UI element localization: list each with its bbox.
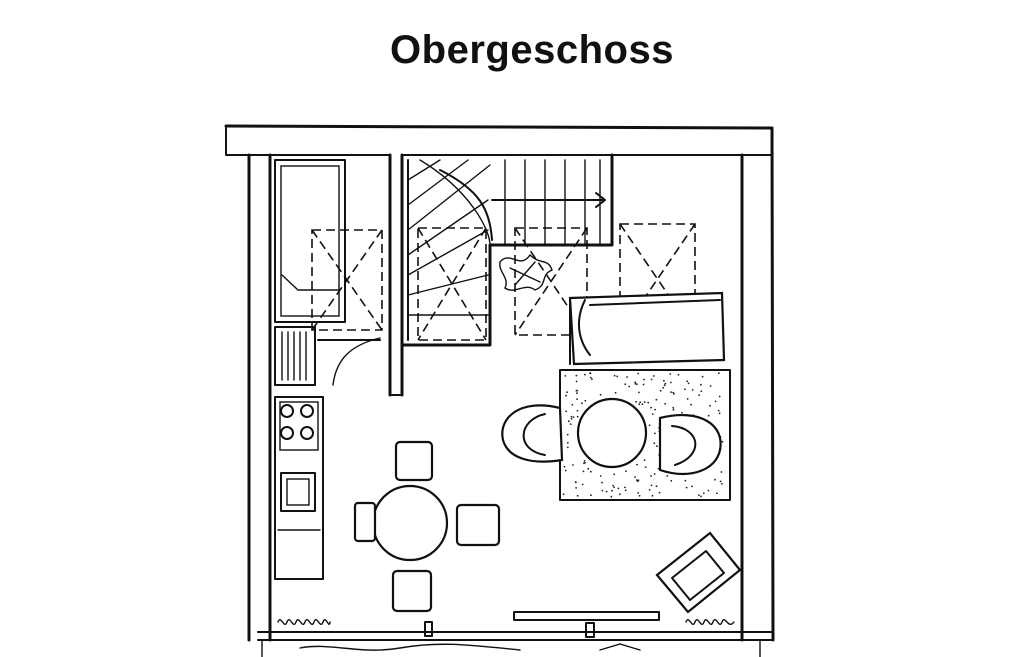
outer-walls xyxy=(224,124,775,642)
bottom-balcony xyxy=(257,631,774,657)
armchair-left xyxy=(501,404,564,463)
staircase xyxy=(407,159,606,341)
bottom-shelf xyxy=(424,611,660,638)
radiator-left xyxy=(277,619,331,625)
shelf xyxy=(274,326,316,386)
wardrobe xyxy=(274,159,346,323)
plan-title: Obergeschoss xyxy=(390,28,674,72)
door xyxy=(317,337,381,386)
radiator-right xyxy=(685,619,735,625)
plant xyxy=(499,253,553,291)
armchair-right xyxy=(658,413,722,475)
dining-table xyxy=(371,484,449,562)
sofa xyxy=(568,291,726,366)
dining-chair-bottom xyxy=(391,569,433,613)
skylights xyxy=(311,223,696,341)
dining-chair-right xyxy=(455,503,501,547)
coffee-table xyxy=(576,397,648,469)
dining-chair-top xyxy=(394,440,434,482)
side-chair xyxy=(655,531,742,614)
dining-chair-left xyxy=(353,501,377,543)
kitchen-counter xyxy=(274,396,324,580)
